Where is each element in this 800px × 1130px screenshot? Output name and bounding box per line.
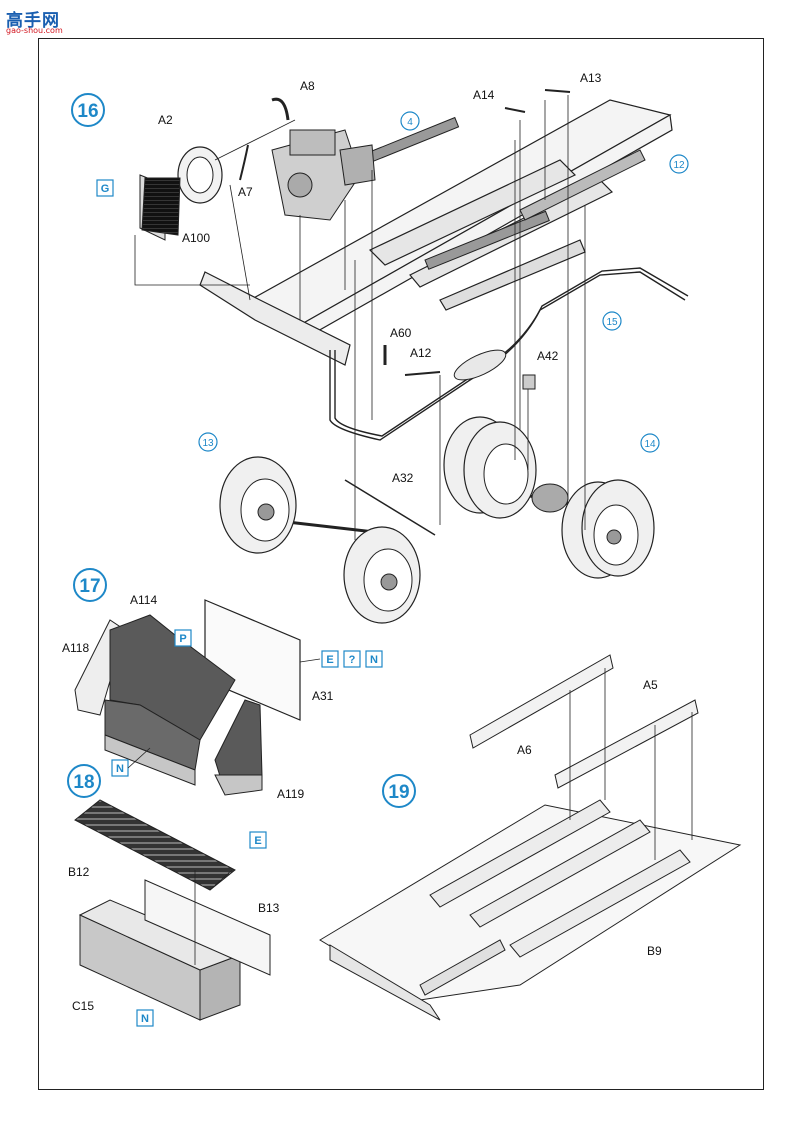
bench-panel xyxy=(144,879,271,976)
step-16: 16 xyxy=(71,71,689,624)
engine-block xyxy=(271,129,376,221)
boxed-ref-n-17a: N xyxy=(365,650,383,668)
svg-text:12: 12 xyxy=(673,160,685,171)
label-b9: B9 xyxy=(647,944,662,958)
step-17-number: 17 xyxy=(79,576,100,597)
rear-leaf-spring xyxy=(519,149,646,221)
step-19-number: 19 xyxy=(388,782,409,803)
svg-text:15: 15 xyxy=(606,317,618,328)
label-a5: A5 xyxy=(643,678,658,692)
step-18-number: 18 xyxy=(73,772,94,793)
boxed-ref-g: G xyxy=(96,179,114,197)
label-a32: A32 xyxy=(392,471,414,485)
label-b12: B12 xyxy=(68,865,90,879)
circled-ref-14: 14 xyxy=(640,433,660,453)
boxed-ref-n-17b: N xyxy=(111,759,129,777)
label-a42: A42 xyxy=(537,349,559,363)
front-wheel-right xyxy=(343,526,421,624)
label-a7: A7 xyxy=(238,185,253,199)
boxed-ref-n-18: N xyxy=(136,1009,154,1027)
floor-rail-a6 xyxy=(469,654,614,749)
floor-rail-a5 xyxy=(554,699,699,789)
seat-slats xyxy=(74,799,236,891)
label-a13: A13 xyxy=(580,71,602,85)
differential xyxy=(531,483,569,513)
step-16-number: 16 xyxy=(77,101,98,122)
muffler xyxy=(453,349,507,381)
boxed-ref-p: P xyxy=(174,629,192,647)
svg-text:?: ? xyxy=(349,654,356,666)
boxed-ref-question: ? xyxy=(343,650,361,668)
svg-text:P: P xyxy=(179,633,186,645)
boxed-ref-e-17: E xyxy=(321,650,339,668)
svg-text:E: E xyxy=(326,654,333,666)
step-16-badge xyxy=(71,93,105,127)
label-a6: A6 xyxy=(517,743,532,757)
svg-text:G: G xyxy=(101,183,110,195)
rear-wheel-left xyxy=(443,416,537,519)
front-wheel-left xyxy=(219,456,297,554)
svg-text:13: 13 xyxy=(202,438,214,449)
label-a12: A12 xyxy=(410,346,432,360)
watermark-url: gao-shou.com xyxy=(6,26,63,35)
step-18-badge xyxy=(67,764,101,798)
assembly-leaders-16 xyxy=(134,95,586,540)
page-frame xyxy=(38,38,764,1090)
circled-ref-4: 4 xyxy=(400,111,420,131)
label-a119: A119 xyxy=(277,787,304,801)
radiator-hose-a7 xyxy=(239,144,249,181)
seat-backrest xyxy=(109,614,236,741)
svg-text:E: E xyxy=(254,835,261,847)
radiator-hose-a8 xyxy=(271,97,290,121)
boxed-ref-e-18: E xyxy=(249,831,267,849)
svg-text:4: 4 xyxy=(407,117,413,128)
cargo-floor xyxy=(319,799,742,1021)
label-b13: B13 xyxy=(258,901,280,915)
radiator-grille xyxy=(139,174,181,241)
step-19: 19 A5 A6 B9 xyxy=(319,654,742,1021)
svg-text:N: N xyxy=(141,1013,149,1025)
circled-ref-12: 12 xyxy=(669,154,689,174)
label-a100: A100 xyxy=(182,231,210,245)
label-a118: A118 xyxy=(62,641,89,655)
svg-text:N: N xyxy=(370,654,378,666)
circled-ref-15: 15 xyxy=(602,311,622,331)
label-a14: A14 xyxy=(473,88,495,102)
step-17: 17 A114 A118 A31 A119 P E ? N xyxy=(62,568,383,801)
label-a60: A60 xyxy=(390,326,412,340)
step-19-badge xyxy=(382,774,416,808)
label-a2: A2 xyxy=(158,113,173,127)
rear-wheel-right xyxy=(561,479,655,579)
step-17-badge xyxy=(73,568,107,602)
label-a114: A114 xyxy=(130,593,157,607)
tie-rod-a32 xyxy=(344,479,436,536)
circled-ref-13: 13 xyxy=(198,432,218,452)
step-18: 18 B12 B13 C15 E N xyxy=(67,764,280,1027)
svg-text:N: N xyxy=(116,763,124,775)
svg-text:14: 14 xyxy=(644,439,656,450)
watermark-name: 高手网 xyxy=(6,11,60,31)
label-a8: A8 xyxy=(300,79,315,93)
watermark-logo: 高手网 gao-shou.com xyxy=(6,6,72,36)
label-c15: C15 xyxy=(72,999,94,1013)
label-a31: A31 xyxy=(312,689,334,703)
seat-cushion xyxy=(104,699,201,771)
seat-base xyxy=(104,734,196,786)
